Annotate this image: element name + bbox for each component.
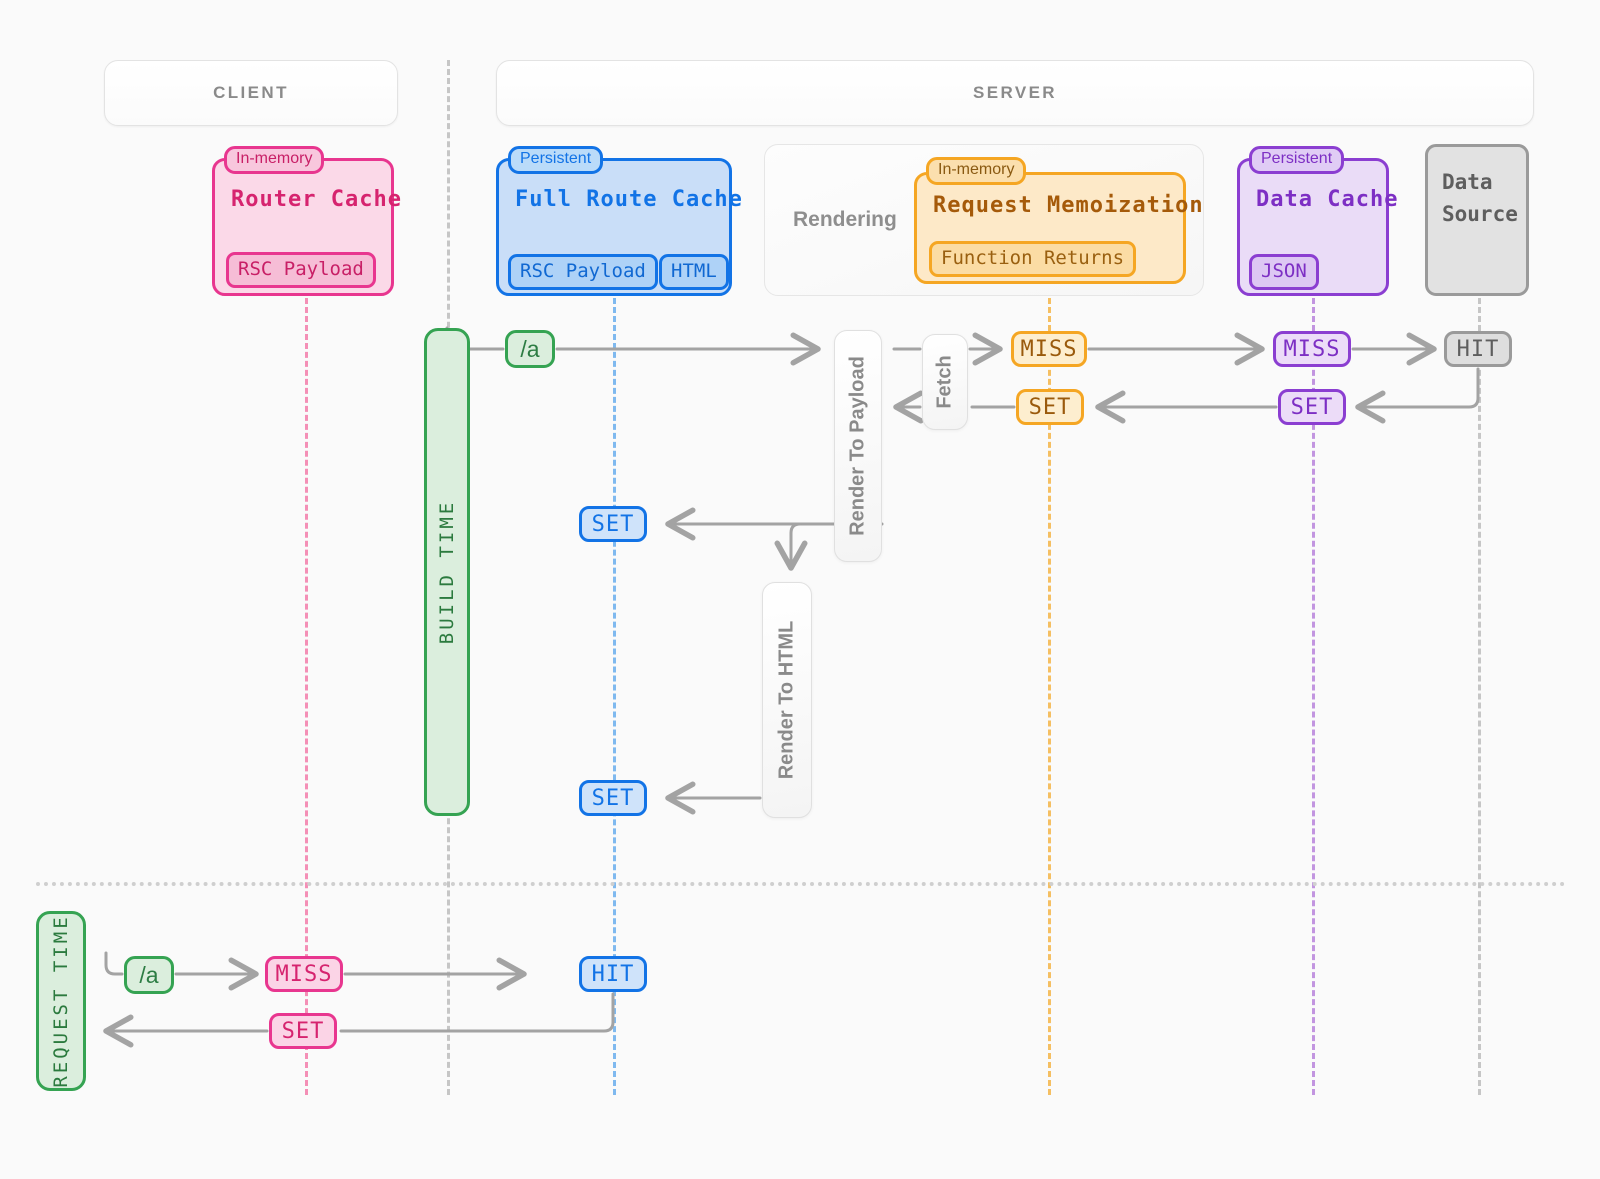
fetch-label: Fetch <box>933 355 956 409</box>
data-cache-miss-badge: MISS <box>1273 331 1351 367</box>
lane-header-server: SERVER <box>496 60 1534 126</box>
router-cache-tag: In-memory <box>224 146 325 175</box>
full-route-cache-title: Full Route Cache <box>515 187 743 212</box>
data-source-hit-badge: HIT <box>1444 331 1512 367</box>
full-route-cache-set-html-badge: SET <box>579 780 647 816</box>
request-time-label: REQUEST TIME <box>50 914 72 1088</box>
full-route-cache-chip-html: HTML <box>659 254 729 290</box>
lane-header-server-label: SERVER <box>972 83 1057 102</box>
build-time-label: BUILD TIME <box>436 499 458 645</box>
request-memoization-tag: In-memory <box>926 157 1027 186</box>
request-route-badge: /a <box>124 956 174 994</box>
render-to-html-label: Render To HTML <box>775 620 798 780</box>
request-memoization-chip-function-returns: Function Returns <box>929 241 1137 277</box>
build-route-badge: /a <box>505 330 555 368</box>
full-route-cache-lifeline <box>613 298 616 1095</box>
data-cache-lifeline <box>1312 298 1315 1095</box>
data-cache-tag: Persistent <box>1249 146 1345 175</box>
data-cache-title: Data Cache <box>1256 187 1399 212</box>
rendering-label: Rendering <box>793 208 897 231</box>
request-memoization-lifeline <box>1048 298 1051 1095</box>
data-cache-set-badge: SET <box>1278 389 1346 425</box>
request-time-pill: REQUEST TIME <box>36 911 86 1091</box>
fetch-box: Fetch <box>922 334 968 430</box>
build-time-pill: BUILD TIME <box>424 328 470 816</box>
request-memoization-miss-badge: MISS <box>1011 331 1087 367</box>
render-to-payload-label: Render To Payload <box>846 356 869 536</box>
render-to-html-box: Render To HTML <box>762 582 812 818</box>
timeline-divider <box>36 882 1566 886</box>
render-to-payload-box: Render To Payload <box>834 330 882 562</box>
lane-header-client-label: CLIENT <box>213 83 289 102</box>
router-cache-set-badge: SET <box>269 1013 337 1049</box>
router-cache-lifeline <box>305 298 308 1095</box>
full-route-cache-set-payload-badge: SET <box>579 506 647 542</box>
router-cache-chip-rsc-payload: RSC Payload <box>226 252 376 288</box>
full-route-cache-chip-rsc-payload: RSC Payload <box>508 254 658 290</box>
request-memoization-title: Request Memoization <box>933 193 1204 218</box>
data-cache-chip-json: JSON <box>1249 254 1319 290</box>
router-cache-title: Router Cache <box>231 187 402 212</box>
request-memoization-set-badge: SET <box>1016 389 1084 425</box>
data-source-lifeline <box>1478 298 1481 1095</box>
router-cache-miss-badge: MISS <box>265 956 343 992</box>
lane-header-client: CLIENT <box>104 60 398 126</box>
full-route-cache-hit-badge: HIT <box>579 956 647 992</box>
full-route-cache-tag: Persistent <box>508 146 604 175</box>
